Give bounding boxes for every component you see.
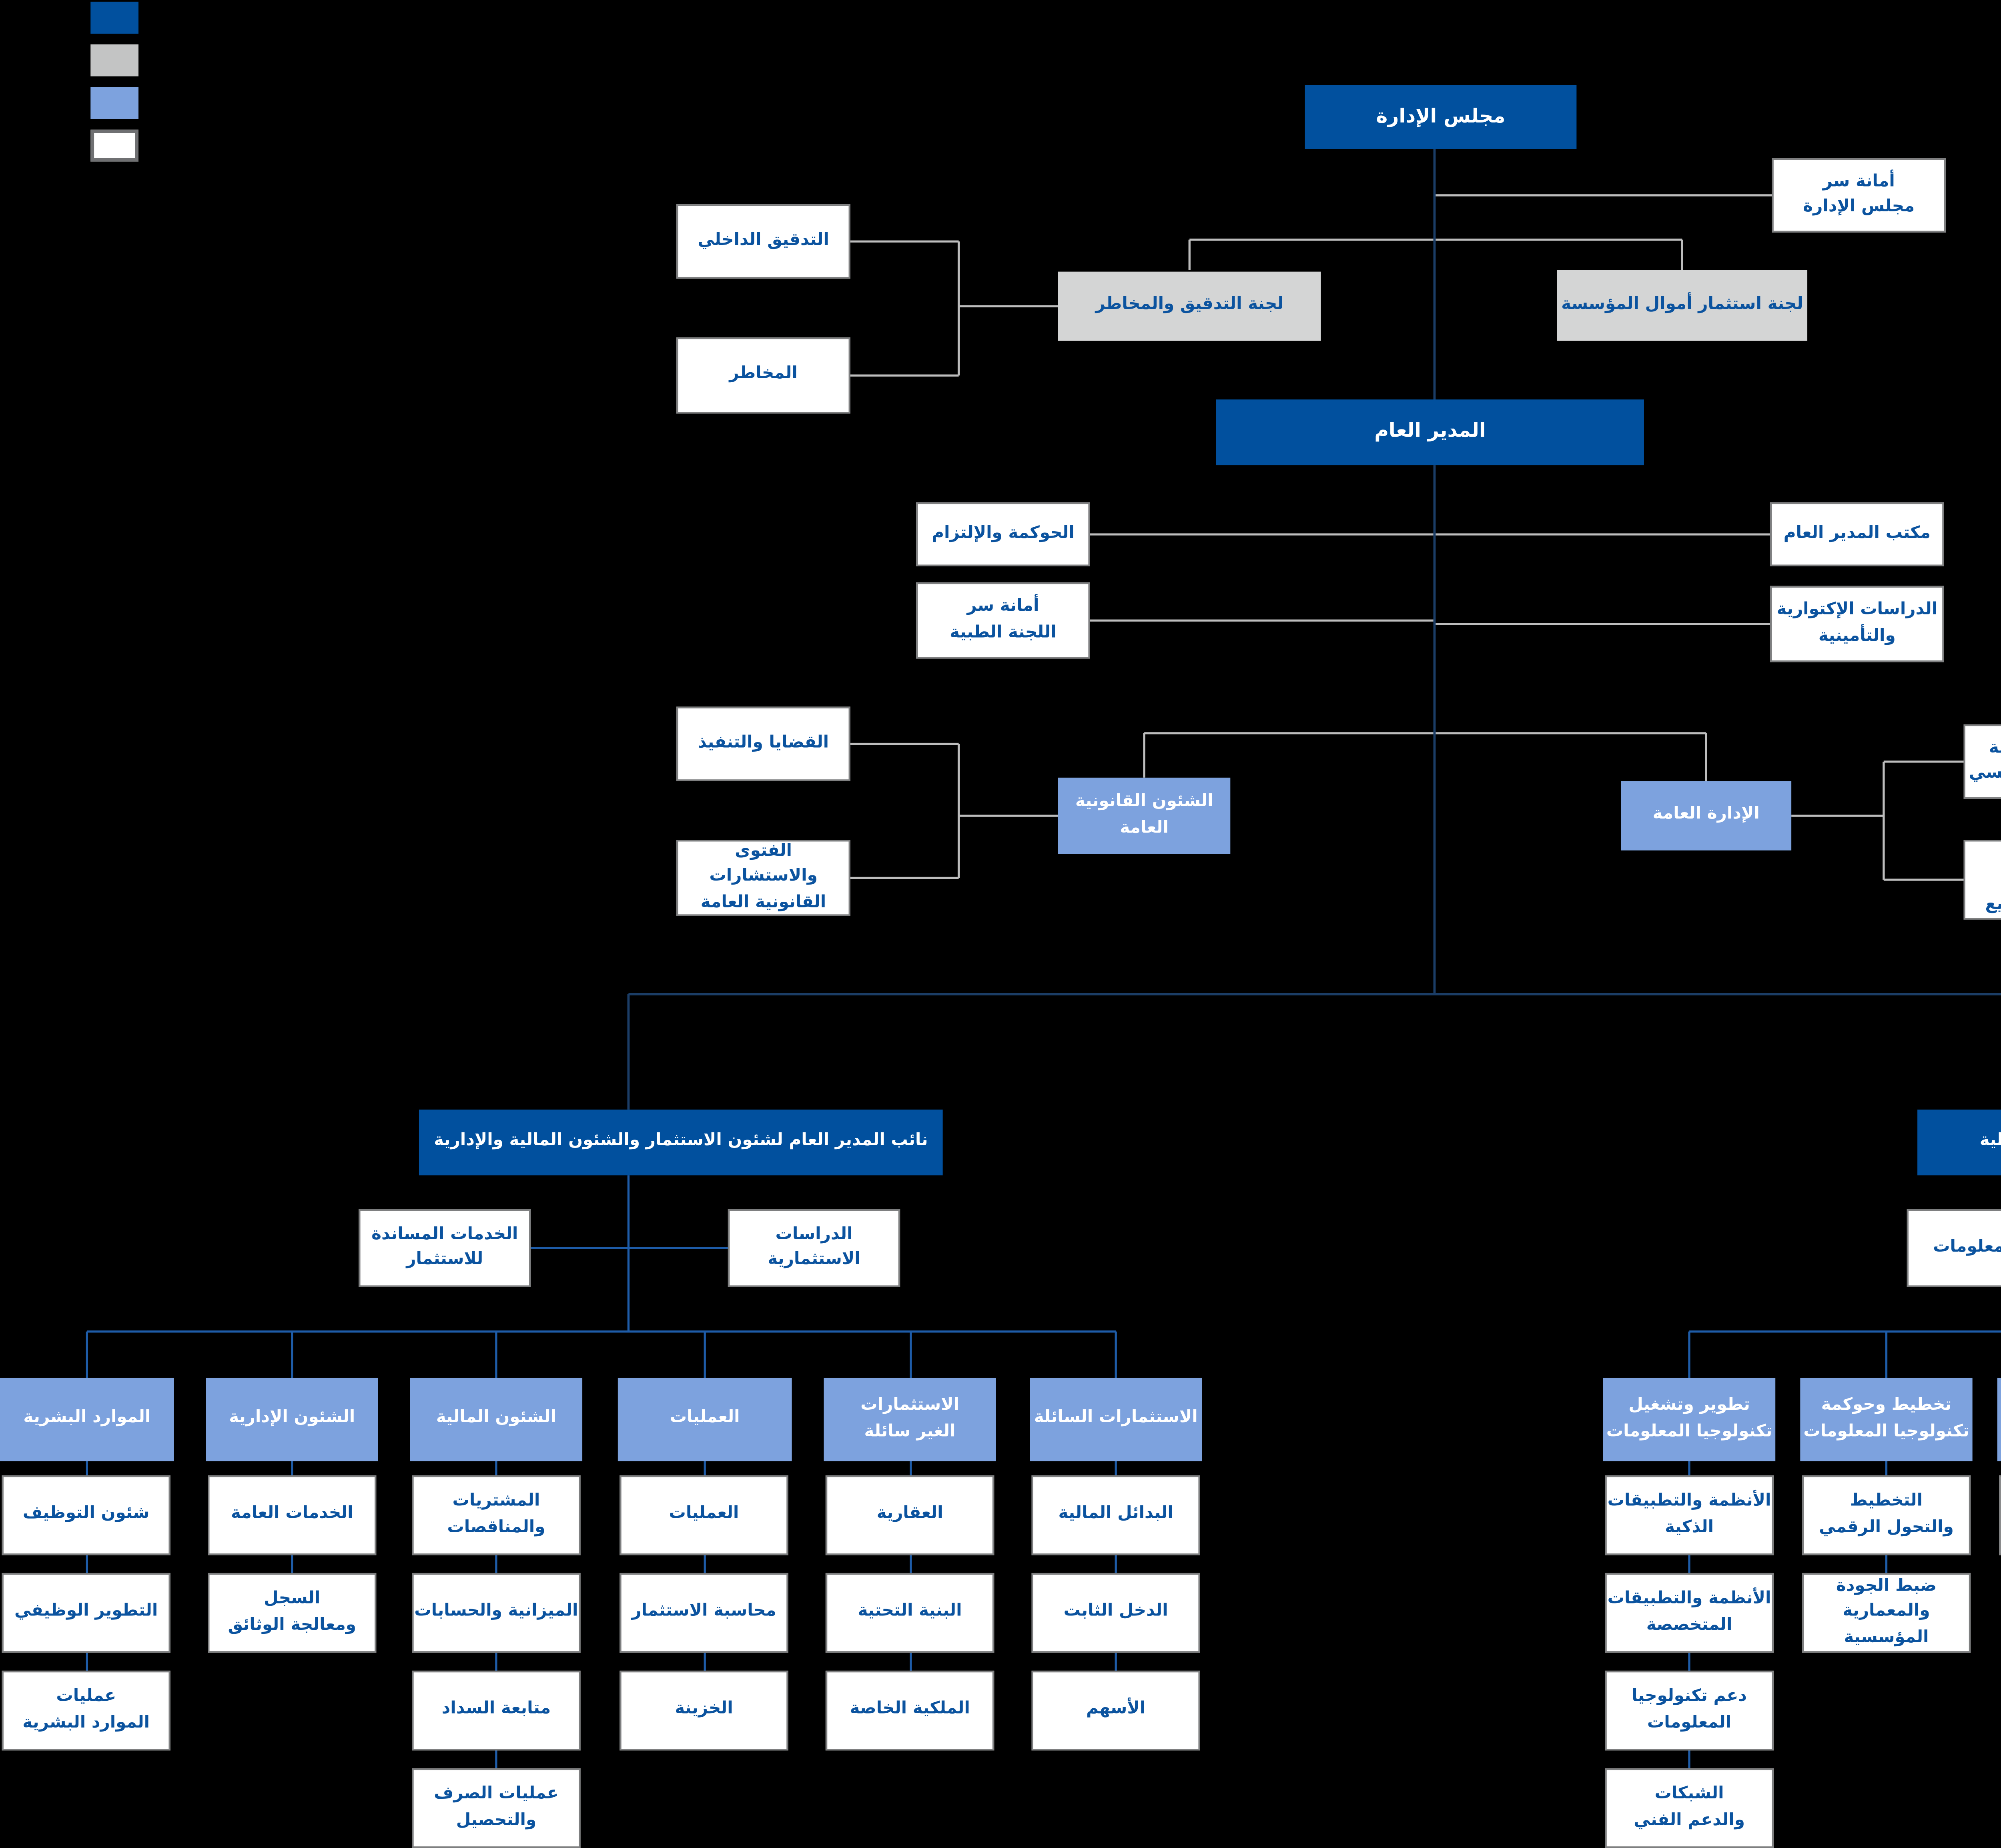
legend-swatch-white — [90, 129, 139, 162]
node-board-secretariat: أمانة سر مجلس الإدارة — [1772, 158, 1946, 233]
node-it-dev-ops: تطوير وتشغيل تكنولوجيا المعلومات — [1603, 1378, 1776, 1461]
node-governance-compliance: الحوكمة والإلتزام — [916, 502, 1090, 566]
legend-swatch-gray — [90, 44, 139, 76]
node-networks-support: الشبكات والدعم الفني — [1605, 1768, 1774, 1848]
node-treasury: الخزينة — [620, 1670, 788, 1751]
node-medical-committee-secretariat: أمانة سر اللجنة الطبية — [916, 582, 1090, 659]
node-deputy-investment: نائب المدير العام لشئون الاستثمار والشئو… — [419, 1110, 943, 1176]
node-risks: المخاطر — [676, 337, 850, 414]
node-financial-alternatives: البدائل المالية — [1031, 1475, 1200, 1555]
node-general-administration: الإدارة العامة — [1621, 781, 1792, 851]
node-investment-studies: الدراسات الاستثمارية — [728, 1209, 900, 1287]
node-legal-opinion: الرأي والاستشارات القانونية التأمينية — [1999, 1475, 2001, 1555]
node-general-legal-affairs: الشئون القانونية العامة — [1058, 777, 1231, 854]
legend-swatch-dark-blue — [90, 2, 139, 34]
node-funds-investment-committee: لجنة استثمار أموال المؤسسة — [1557, 270, 1808, 341]
node-procurement-tenders: المشتريات والمناقصات — [412, 1475, 581, 1555]
node-financial-affairs: الشئون المالية — [410, 1378, 583, 1461]
node-public-relations: العلاقات العامة والاتصال المؤسسي — [1963, 724, 2001, 799]
node-hr-recruitment: شئون التوظيف — [2, 1475, 170, 1555]
node-private-equity: الملكية الخاصة — [825, 1670, 994, 1751]
node-actuarial-insurance-studies: الدراسات الإكتوارية والتأمينية — [1770, 586, 1944, 662]
node-general-services: الخدمات العامة — [208, 1475, 377, 1555]
node-fatwa-legal-consultations: الفتوى والاستشارات القانونية العامة — [676, 840, 850, 916]
node-internal-audit: التدقيق الداخلي — [676, 204, 850, 279]
node-quality-architecture: ضبط الجودة والمعمارية المؤسسية — [1802, 1573, 1971, 1653]
node-registry-documents: السجل ومعالجة الوثائق — [208, 1573, 377, 1653]
node-liquid-investments: الاستثمارات السائلة — [1030, 1378, 1202, 1461]
node-general-manager: المدير العام — [1216, 399, 1644, 466]
node-infrastructure: البنية التحتية — [825, 1573, 994, 1653]
node-disbursement-collection: عمليات الصرف والتحصيل — [412, 1768, 581, 1848]
node-hr: الموارد البشرية — [0, 1378, 174, 1461]
node-smart-systems: الأنظمة والتطبيقات الذكية — [1605, 1475, 1774, 1555]
node-operations: العمليات — [618, 1378, 792, 1461]
node-audit-risk-committee: لجنة التدقيق والمخاطر — [1058, 271, 1321, 341]
node-deputy-insurance: نائب المدير العام للشئون التأمينية والأن… — [1917, 1110, 2001, 1176]
node-gm-office: مكتب المدير العام — [1770, 502, 1944, 566]
node-real-estate: العقارية — [825, 1475, 994, 1555]
node-it-support: دعم تكنولوجيا المعلومات — [1605, 1670, 1774, 1751]
node-hr-operations: عمليات الموارد البشرية — [2, 1670, 170, 1751]
node-budget-accounts: الميزانية والحسابات — [412, 1573, 581, 1653]
node-it-planning-gov: تخطيط وحوكمة تكنولوجيا المعلومات — [1800, 1378, 1973, 1461]
node-strategic-planning: التخطيط الإستراتيجي وإدارة المشاريع — [1963, 840, 2001, 920]
node-fixed-income: الدخل الثابت — [1031, 1573, 1200, 1653]
node-legal-insurance-consult: الاستشارات القانونية التأمينية — [1997, 1378, 2001, 1461]
node-equities: الأسهم — [1031, 1670, 1200, 1751]
node-investment-support-services: الخدمات المساندة للاستثمار — [359, 1209, 531, 1287]
node-operations-sub: العمليات — [620, 1475, 788, 1555]
legend-swatch-medium-blue — [90, 87, 139, 119]
node-planning-digital: التخطيط والتحول الرقمي — [1802, 1475, 1971, 1555]
node-hr-career-dev: التطوير الوظيفي — [2, 1573, 170, 1653]
node-specialized-systems: الأنظمة والتطبيقات المتخصصة — [1605, 1573, 1774, 1653]
node-investment-accounting: محاسبة الاستثمار — [620, 1573, 788, 1653]
node-board: مجلس الإدارة — [1305, 85, 1577, 149]
node-cases-execution: القضايا والتنفيذ — [676, 706, 850, 781]
node-illiquid-investments: الاستثمارات الغير سائلة — [824, 1378, 996, 1461]
node-information-security: أمن المعلومات — [1907, 1209, 2001, 1287]
node-admin-affairs: الشئون الإدارية — [206, 1378, 378, 1461]
node-payment-followup: متابعة السداد — [412, 1670, 581, 1751]
